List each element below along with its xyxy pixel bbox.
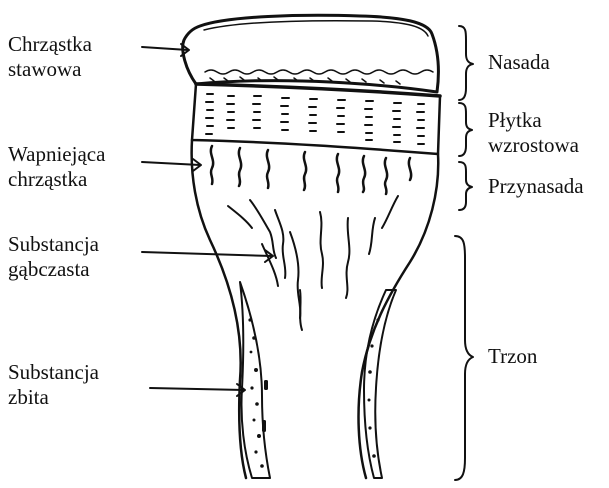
arrow-spongy-bone xyxy=(142,252,272,256)
braces xyxy=(455,26,473,480)
brace-epiphysis xyxy=(459,26,473,100)
brace-metaphysis xyxy=(459,162,472,210)
label-spongy-bone: Substancja gąbczasta xyxy=(8,232,99,282)
label-calcifying-cartilage-line2: chrząstka xyxy=(8,167,105,192)
cap-stipple xyxy=(205,70,433,74)
label-growth-plate-line1: Płytka xyxy=(488,108,579,133)
brace-diaphysis xyxy=(455,236,473,480)
spongy-bone-trabeculae xyxy=(228,196,398,330)
label-epiphysis-text: Nasada xyxy=(488,50,550,75)
label-compact-bone: Substancja zbita xyxy=(8,360,99,410)
articular-cartilage-inner-line xyxy=(204,21,428,36)
label-epiphysis: Nasada xyxy=(488,50,550,75)
arrow-compact-bone xyxy=(150,388,244,390)
label-metaphysis: Przynasada xyxy=(488,174,584,199)
label-growth-plate: Płytka wzrostowa xyxy=(488,108,579,158)
growth-plate-top-border xyxy=(196,84,440,96)
arrows xyxy=(142,44,273,396)
label-compact-bone-line1: Substancja xyxy=(8,360,99,385)
label-metaphysis-text: Przynasada xyxy=(488,174,584,199)
brace-growth-plate xyxy=(459,103,472,156)
bone-left-outline xyxy=(192,140,246,478)
label-compact-bone-line2: zbita xyxy=(8,385,99,410)
label-growth-plate-line2: wzrostowa xyxy=(488,133,579,158)
label-articular-cartilage: Chrząstka stawowa xyxy=(8,32,92,82)
growth-plate-chondrocyte-columns xyxy=(206,94,424,144)
calcifying-cartilage-strands xyxy=(211,146,411,194)
label-spongy-bone-line2: gąbczasta xyxy=(8,257,99,282)
arrow-articular-cartilage xyxy=(142,47,188,50)
label-articular-cartilage-line2: stawowa xyxy=(8,57,92,82)
label-calcifying-cartilage: Wapniejąca chrząstka xyxy=(8,142,105,192)
label-diaphysis-text: Trzon xyxy=(488,344,537,369)
label-diaphysis: Trzon xyxy=(488,344,537,369)
label-calcifying-cartilage-line1: Wapniejąca xyxy=(8,142,105,167)
label-spongy-bone-line1: Substancja xyxy=(8,232,99,257)
label-articular-cartilage-line1: Chrząstka xyxy=(8,32,92,57)
